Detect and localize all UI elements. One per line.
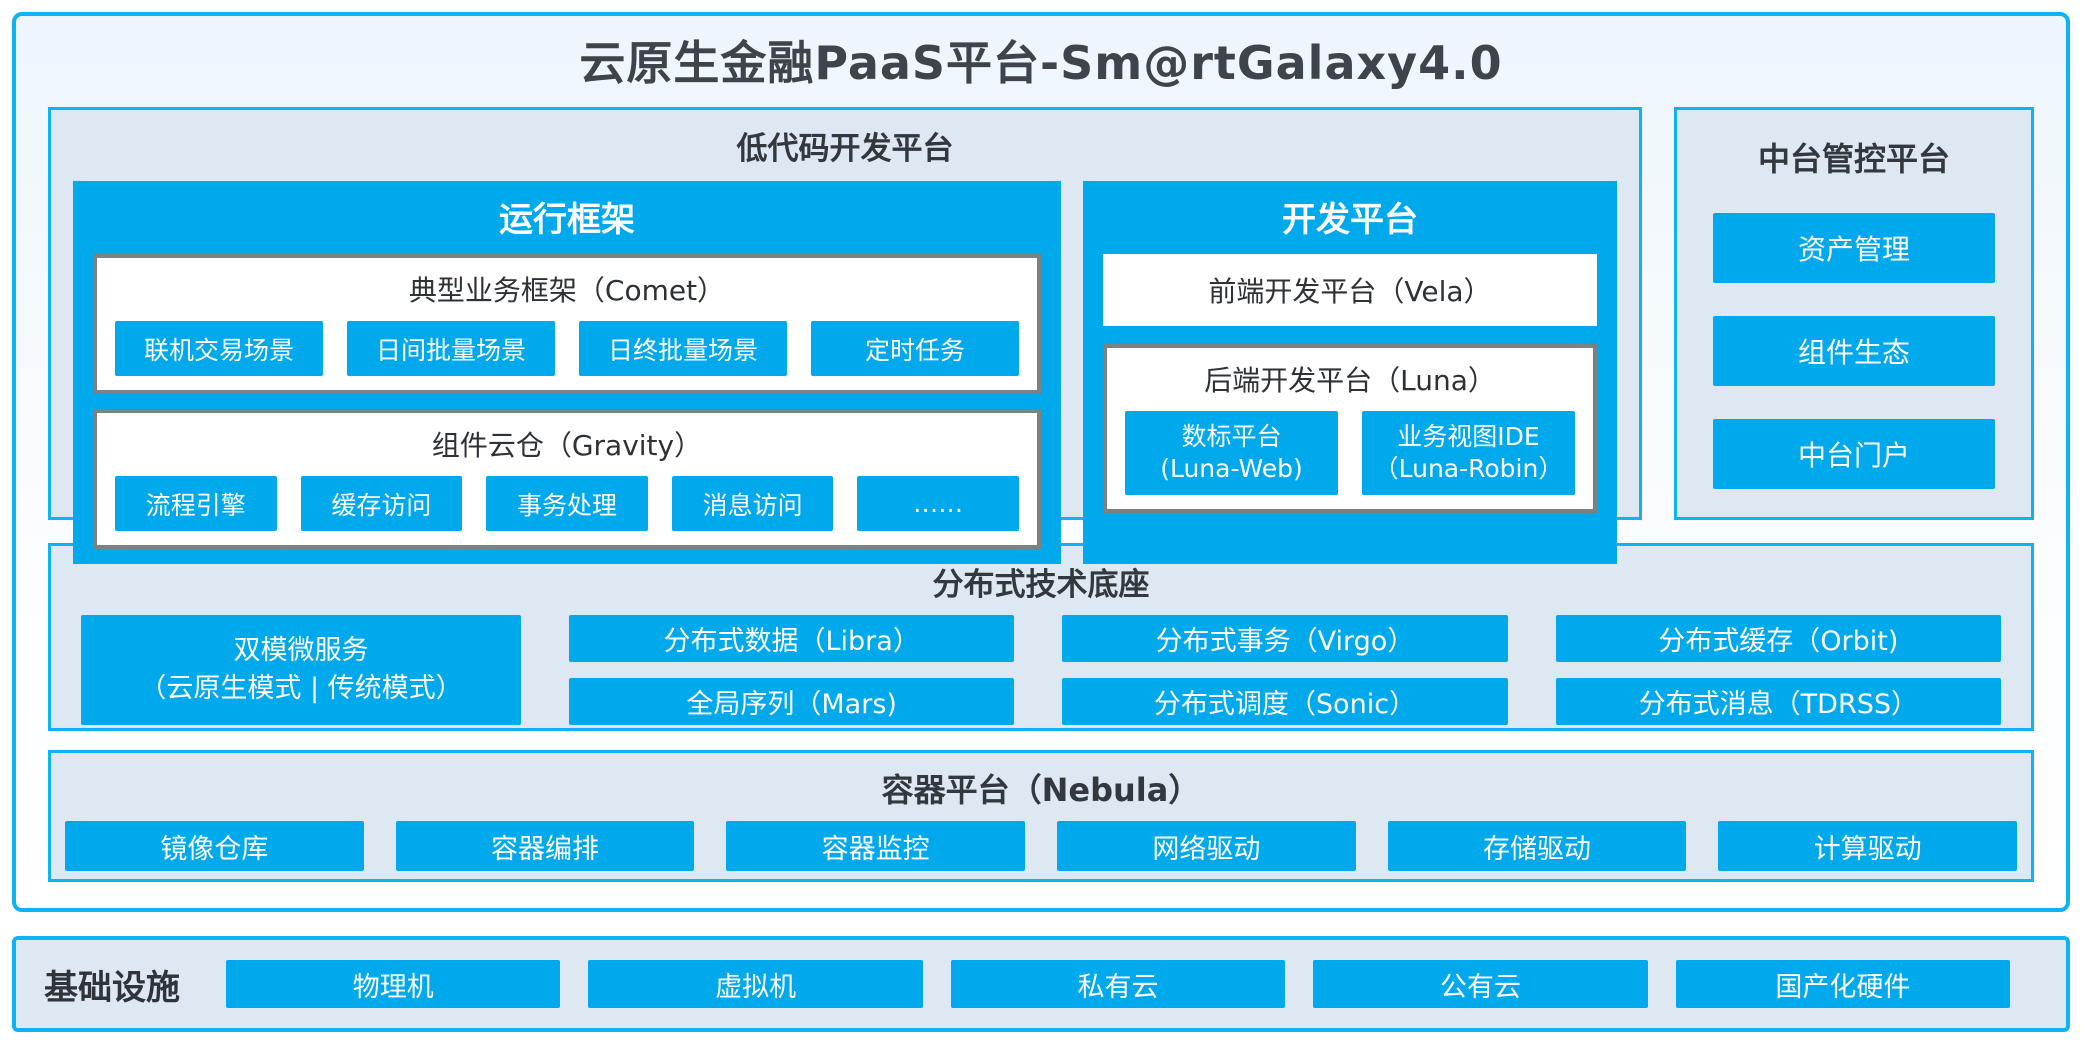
node-eod-batch: 日终批量场景: [579, 321, 787, 377]
distributed-column-1: 分布式数据（Libra） 全局序列（Mars): [569, 615, 1015, 726]
container-platform-items: 镜像仓库 容器编排 容器监控 网络驱动 存储驱动 计算驱动: [51, 821, 2031, 889]
node-message-access: 消息访问: [671, 476, 834, 532]
node-distributed-transaction-virgo: 分布式事务（Virgo）: [1062, 615, 1508, 663]
runtime-framework-title: 运行框架: [498, 200, 635, 241]
node-physical-machine: 物理机: [226, 960, 561, 1008]
node-distributed-message-tdrss: 分布式消息（TDRSS）: [1555, 678, 2001, 726]
dev-platform-title: 开发平台: [1281, 200, 1418, 241]
node-container-monitoring: 容器监控: [726, 821, 1026, 872]
node-network-driver: 网络驱动: [1057, 821, 1356, 872]
node-asset-management: 资产管理: [1713, 213, 1995, 284]
lowcode-body: 运行框架 典型业务框架（Comet） 联机交易场景 日间批量场景 日终批量场景 …: [51, 177, 1639, 586]
node-dual-mode-modes: （云原生模式 | 传统模式）: [139, 673, 463, 705]
container-platform-panel: 容器平台（Nebula） 镜像仓库 容器编排 容器监控 网络驱动 存储驱动 计算…: [48, 750, 2034, 883]
container-platform-title: 容器平台（Nebula）: [881, 771, 1201, 810]
node-cache-access: 缓存访问: [300, 476, 463, 532]
node-luna-robin-code: （Luna-Robin）: [1373, 454, 1564, 484]
distributed-base-panel: 分布式技术底座 双模微服务 （云原生模式 | 传统模式） 分布式数据（Libra…: [48, 543, 2034, 732]
node-luna-robin-name: 业务视图IDE: [1397, 421, 1540, 451]
lowcode-platform-title: 低代码开发平台: [736, 131, 954, 168]
distributed-base-title: 分布式技术底座: [932, 567, 1150, 604]
node-distributed-cache-orbit: 分布式缓存（Orbit): [1555, 615, 2001, 663]
gravity-title: 组件云仓（Gravity）: [431, 429, 703, 463]
node-compute-driver: 计算驱动: [1718, 821, 2018, 872]
node-ellipsis: ……: [857, 476, 1019, 532]
node-online-trading: 联机交易场景: [115, 321, 323, 377]
node-luna-web-name: 数标平台: [1181, 421, 1282, 451]
mid-platform-items: 资产管理 组件生态 中台门户: [1677, 189, 2031, 490]
node-component-ecosystem: 组件生态: [1713, 316, 1995, 387]
lowcode-platform-panel: 低代码开发平台 运行框架 典型业务框架（Comet） 联机交易场景 日间批量场景…: [48, 107, 1642, 565]
runtime-framework-section: 运行框架 典型业务框架（Comet） 联机交易场景 日间批量场景 日终批量场景 …: [73, 181, 1061, 565]
node-global-sequence-mars: 全局序列（Mars): [569, 678, 1015, 726]
infrastructure-panel: 基础设施 物理机 虚拟机 私有云 公有云 国产化硬件: [12, 936, 2070, 1032]
mid-platform-title: 中台管控平台: [1757, 140, 1950, 179]
node-daytime-batch: 日间批量场景: [347, 321, 555, 377]
comet-title: 典型业务框架（Comet）: [408, 274, 726, 308]
node-dual-mode-name: 双模微服务: [233, 635, 369, 667]
node-luna-web: 数标平台 (Luna-Web): [1124, 411, 1338, 496]
distributed-column-2: 分布式事务（Virgo） 分布式调度（Sonic）: [1062, 615, 1508, 726]
node-transaction-processing: 事务处理: [486, 476, 648, 532]
node-process-engine: 流程引擎: [115, 476, 277, 532]
node-luna-robin: 业务视图IDE （Luna-Robin）: [1361, 411, 1575, 496]
infrastructure-title: 基础设施: [44, 967, 180, 1008]
node-storage-driver: 存储驱动: [1387, 821, 1687, 872]
node-mid-platform-portal: 中台门户: [1713, 419, 1995, 490]
node-container-orchestration: 容器编排: [395, 821, 695, 872]
top-row: 低代码开发平台 运行框架 典型业务框架（Comet） 联机交易场景 日间批量场景…: [48, 107, 2034, 565]
node-distributed-data-libra: 分布式数据（Libra）: [569, 615, 1015, 663]
mid-platform-panel: 中台管控平台 资产管理 组件生态 中台门户: [1674, 107, 2034, 521]
page-title: 云原生金融PaaS平台-Sm@rtGalaxy4.0: [579, 36, 1503, 90]
node-image-registry: 镜像仓库: [65, 821, 364, 872]
luna-title: 后端开发平台（Luna）: [1204, 364, 1496, 398]
node-scheduled-task: 定时任务: [811, 321, 1019, 377]
gravity-box: 组件云仓（Gravity） 流程引擎 缓存访问 事务处理 消息访问 ……: [93, 409, 1041, 550]
node-private-cloud: 私有云: [950, 960, 1286, 1008]
distributed-body: 双模微服务 （云原生模式 | 传统模式） 分布式数据（Libra） 全局序列（M…: [51, 613, 2031, 743]
node-virtual-machine: 虚拟机: [588, 960, 923, 1008]
luna-items: 数标平台 (Luna-Web) 业务视图IDE （Luna-Robin）: [1124, 411, 1575, 496]
distributed-column-3: 分布式缓存（Orbit) 分布式消息（TDRSS）: [1555, 615, 2001, 726]
node-vela-frontend-platform: 前端开发平台（Vela）: [1102, 254, 1597, 327]
dev-platform-section: 开发平台 前端开发平台（Vela） 后端开发平台（Luna） 数标平台 (Lun…: [1082, 181, 1617, 565]
node-luna-web-code: (Luna-Web): [1160, 454, 1303, 484]
node-distributed-scheduling-sonic: 分布式调度（Sonic）: [1062, 678, 1508, 726]
node-public-cloud: 公有云: [1313, 960, 1648, 1008]
gravity-items: 流程引擎 缓存访问 事务处理 消息访问 ……: [115, 476, 1019, 532]
node-dual-mode-microservice: 双模微服务 （云原生模式 | 传统模式）: [81, 615, 521, 726]
comet-box: 典型业务框架（Comet） 联机交易场景 日间批量场景 日终批量场景 定时任务: [93, 254, 1041, 395]
comet-items: 联机交易场景 日间批量场景 日终批量场景 定时任务: [115, 321, 1019, 377]
main-frame: 云原生金融PaaS平台-Sm@rtGalaxy4.0 低代码开发平台 运行框架 …: [12, 12, 2070, 912]
luna-box: 后端开发平台（Luna） 数标平台 (Luna-Web) 业务视图IDE （Lu…: [1102, 344, 1597, 514]
node-domestic-hardware: 国产化硬件: [1675, 960, 2011, 1008]
